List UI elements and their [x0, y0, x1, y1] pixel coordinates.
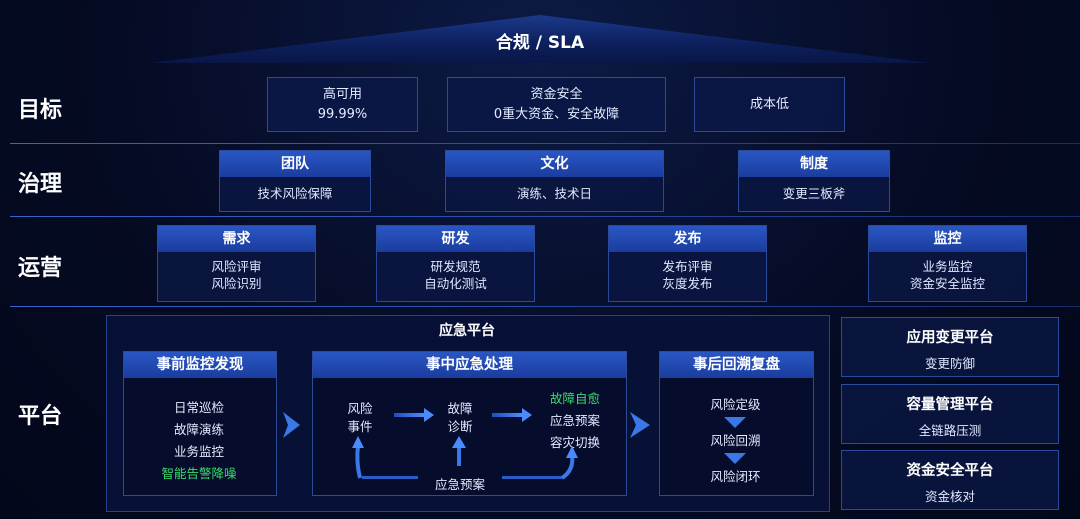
- operations-card-release: 发布 发布评审灰度发布: [608, 225, 767, 302]
- card-line: 自动化测试: [424, 276, 487, 291]
- node-line: 诊断: [447, 419, 473, 434]
- card-line: 灰度发布: [662, 276, 713, 291]
- governance-card-culture: 文化 演练、技术日: [445, 150, 664, 212]
- arrow-up-icon: [452, 436, 466, 466]
- diagnosis-node: 故障 诊断: [440, 400, 480, 436]
- row-label-governance: 治理: [18, 172, 63, 197]
- platform-card-fund-safety: 资金安全平台 资金核对: [841, 450, 1059, 510]
- goal-value: 0重大资金、安全故障: [493, 106, 620, 122]
- node-line: 事件: [347, 419, 373, 434]
- platform-card-title: 容量管理平台: [906, 397, 994, 413]
- action-item: 应急预案: [549, 413, 600, 428]
- card-line: 业务监控: [922, 259, 973, 274]
- bottom-plan-label: 应急预案: [434, 477, 485, 492]
- platform-card-sub: 资金核对: [924, 489, 975, 504]
- mid-response-panel: 事中应急处理: [312, 351, 627, 496]
- node-line: 故障: [447, 401, 473, 416]
- panel-title: 事后回溯复盘: [660, 352, 813, 378]
- row-label-goals: 目标: [18, 98, 63, 123]
- governance-card-policy: 制度 变更三板斧: [738, 150, 890, 212]
- card-title: 需求: [158, 226, 315, 252]
- card-body: 演练、技术日: [516, 186, 592, 201]
- node-line: 风险: [347, 401, 373, 416]
- panel-title: 事中应急处理: [313, 352, 626, 378]
- platform-card-capacity: 容量管理平台 全链路压测: [841, 384, 1059, 444]
- governance-card-team: 团队 技术风险保障: [219, 150, 371, 212]
- goal-value: 99.99%: [317, 106, 368, 122]
- loop-line: [362, 476, 418, 479]
- panel-title: 事前监控发现: [124, 352, 276, 378]
- pre-item: 业务监控: [173, 444, 224, 459]
- emergency-platform-title: 应急平台: [439, 323, 495, 339]
- operations-card-development: 研发 研发规范自动化测试: [376, 225, 535, 302]
- action-highlight: 故障自愈: [549, 391, 600, 406]
- post-item: 风险闭环: [710, 469, 761, 484]
- row-divider: [10, 216, 1080, 217]
- goal-card-fund-safety: 资金安全 0重大资金、安全故障: [447, 77, 666, 132]
- post-item: 风险定级: [710, 397, 761, 412]
- platform-card-change: 应用变更平台 变更防御: [841, 317, 1059, 377]
- card-line: 风险评审: [211, 259, 262, 274]
- card-line: 发布评审: [662, 259, 713, 274]
- loop-line: [502, 476, 562, 479]
- row-label-platform: 平台: [18, 404, 63, 429]
- arrow-right-icon: [283, 412, 300, 438]
- pre-items: 日常巡检 故障演练 业务监控 智能告警降噪: [123, 397, 275, 485]
- platform-card-title: 资金安全平台: [906, 463, 994, 479]
- platform-card-sub: 全链路压测: [918, 423, 982, 438]
- goal-card-low-cost: 成本低: [694, 77, 845, 132]
- row-label-operations: 运营: [18, 256, 63, 281]
- platform-card-title: 应用变更平台: [906, 330, 994, 346]
- goal-title: 高可用: [322, 86, 362, 102]
- action-item: 容灾切换: [549, 435, 600, 450]
- card-line: 资金安全监控: [909, 276, 985, 291]
- card-body: 变更三板斧: [782, 186, 846, 201]
- operations-card-requirements: 需求 风险评审风险识别: [157, 225, 316, 302]
- arrow-right-icon: [394, 408, 434, 422]
- card-body: 技术风险保障: [257, 186, 333, 201]
- goal-title: 成本低: [749, 96, 789, 112]
- card-line: 风险识别: [211, 276, 262, 291]
- card-title: 研发: [377, 226, 534, 252]
- actions-node: 故障自愈 应急预案 容灾切换: [543, 388, 607, 454]
- arrow-up-icon: [352, 436, 364, 479]
- arrow-up-icon: [560, 446, 578, 480]
- arrow-down-icon: [724, 453, 746, 464]
- operations-card-monitoring: 监控 业务监控资金安全监控: [868, 225, 1027, 302]
- arrow-right-icon: [630, 412, 650, 438]
- card-title: 监控: [869, 226, 1026, 252]
- card-title: 发布: [609, 226, 766, 252]
- row-divider: [10, 306, 1080, 307]
- card-title: 制度: [739, 151, 889, 177]
- pre-item: 日常巡检: [173, 400, 224, 415]
- goal-card-availability: 高可用 99.99%: [267, 77, 418, 132]
- arrow-right-icon: [492, 408, 532, 422]
- platform-card-sub: 变更防御: [924, 356, 975, 371]
- risk-event-node: 风险 事件: [340, 400, 380, 436]
- row-divider: [10, 143, 1080, 144]
- goal-title: 资金安全: [530, 86, 583, 102]
- post-item: 风险回溯: [710, 433, 761, 448]
- pre-item-highlight: 智能告警降噪: [161, 466, 237, 481]
- header-title: 合规 / SLA: [495, 33, 585, 53]
- pre-item: 故障演练: [173, 422, 224, 437]
- pre-monitoring-panel: 事前监控发现: [123, 351, 277, 496]
- arrow-down-icon: [724, 417, 746, 428]
- card-title: 文化: [446, 151, 663, 177]
- card-line: 研发规范: [430, 259, 481, 274]
- card-title: 团队: [220, 151, 370, 177]
